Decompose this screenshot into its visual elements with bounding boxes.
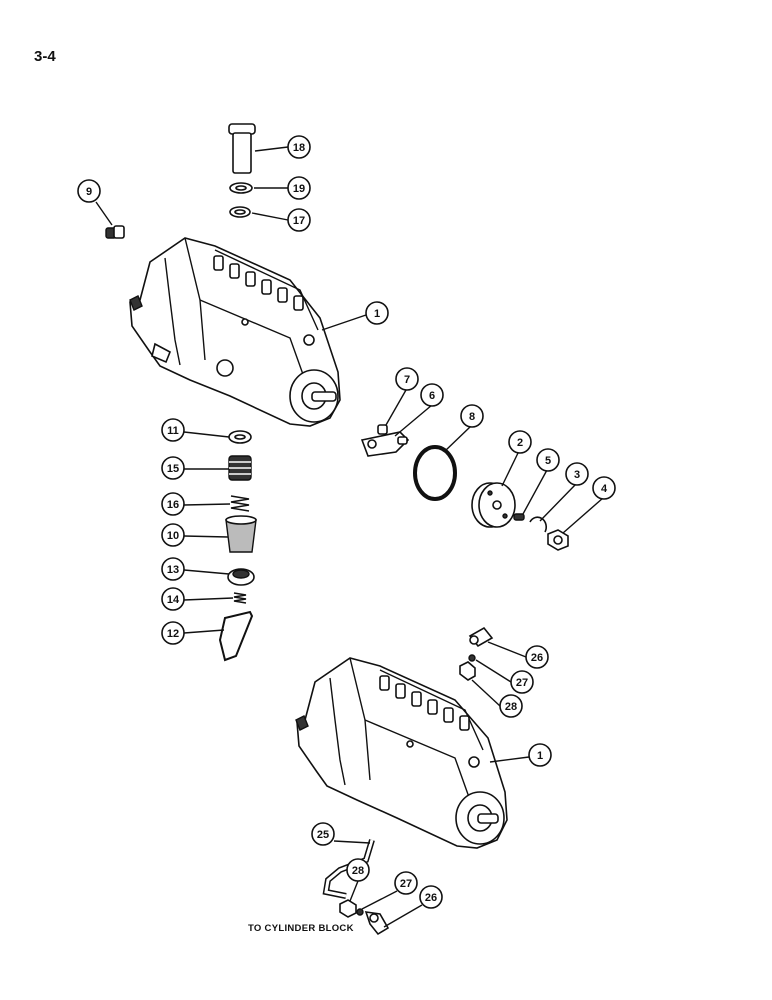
callout-11: 11 <box>161 418 185 442</box>
callout-8: 8 <box>460 404 484 428</box>
svg-text:12: 12 <box>167 628 179 640</box>
callout-27-lower: 27 <box>394 871 418 895</box>
callout-17: 17 <box>287 208 311 232</box>
washer-19 <box>229 182 253 194</box>
svg-text:28: 28 <box>505 701 517 713</box>
callout-28-lower: 28 <box>346 858 370 882</box>
nut-28-lower <box>339 899 357 918</box>
svg-text:1: 1 <box>537 750 543 762</box>
callout-2: 2 <box>508 430 532 454</box>
gear-hub-2 <box>471 482 516 528</box>
svg-text:7: 7 <box>404 374 410 386</box>
svg-text:4: 4 <box>601 483 608 495</box>
seal-ring-17 <box>229 206 251 218</box>
svg-text:6: 6 <box>429 390 435 402</box>
clamp-12 <box>218 610 254 662</box>
callouts: 18 19 17 9 1 7 6 8 2 5 3 4 11 15 16 10 1… <box>77 135 616 909</box>
svg-text:25: 25 <box>317 829 329 841</box>
spring-14 <box>233 592 247 604</box>
svg-text:15: 15 <box>167 463 179 475</box>
svg-text:16: 16 <box>167 499 179 511</box>
washer-27-upper <box>468 654 476 662</box>
primer-pump-plunger <box>228 123 256 174</box>
delivery-valve-holders-lower <box>379 675 470 731</box>
retainer-nut-13 <box>227 568 255 586</box>
injection-pump-lower <box>295 657 508 849</box>
callout-5: 5 <box>536 448 560 472</box>
elbow-fitting-26-lower <box>364 911 390 936</box>
callout-13: 13 <box>161 557 185 581</box>
svg-text:17: 17 <box>293 215 305 227</box>
callout-3: 3 <box>565 462 589 486</box>
svg-text:13: 13 <box>167 564 179 576</box>
elbow-fitting-26-upper <box>468 626 494 648</box>
nut-28-upper <box>459 661 476 681</box>
leader-lines <box>95 146 604 928</box>
washer-27-lower <box>356 908 364 916</box>
svg-text:14: 14 <box>167 594 180 606</box>
callout-18: 18 <box>287 135 311 159</box>
svg-text:11: 11 <box>167 425 179 437</box>
callout-27-upper: 27 <box>510 670 534 694</box>
key-5 <box>513 513 525 521</box>
o-ring-8 <box>413 445 457 501</box>
delivery-valve-holders-upper <box>213 255 304 311</box>
svg-text:26: 26 <box>425 892 437 904</box>
nut-7 <box>377 424 388 435</box>
sediment-bowl-10 <box>225 515 257 553</box>
svg-text:2: 2 <box>517 437 523 449</box>
washer-3 <box>529 516 548 533</box>
callout-16: 16 <box>161 492 185 516</box>
washer-11 <box>228 430 252 444</box>
svg-text:10: 10 <box>167 530 179 542</box>
callout-10: 10 <box>161 523 185 547</box>
callout-28-upper: 28 <box>499 694 523 718</box>
svg-text:1: 1 <box>374 308 380 320</box>
svg-text:9: 9 <box>86 186 92 198</box>
caption-to-cylinder-block: TO CYLINDER BLOCK <box>248 923 354 934</box>
callout-12: 12 <box>161 621 185 645</box>
svg-text:26: 26 <box>531 652 543 664</box>
nut-4 <box>547 529 569 551</box>
svg-text:8: 8 <box>469 411 475 423</box>
callout-9: 9 <box>77 179 101 203</box>
svg-text:5: 5 <box>545 455 551 467</box>
svg-text:27: 27 <box>400 878 412 890</box>
callout-26-lower: 26 <box>419 885 443 909</box>
return-pipe-25 <box>322 839 375 899</box>
svg-text:27: 27 <box>516 677 528 689</box>
callout-15: 15 <box>161 456 185 480</box>
bracket-6 <box>360 431 410 457</box>
svg-text:3: 3 <box>574 469 580 481</box>
banjo-bolt-9 <box>105 225 125 239</box>
callout-19: 19 <box>287 176 311 200</box>
callout-4: 4 <box>592 476 616 500</box>
page-number: 3-4 <box>34 48 56 65</box>
injection-pump-upper <box>129 237 341 427</box>
svg-text:19: 19 <box>293 183 305 195</box>
filter-element-15 <box>228 455 252 481</box>
callout-14: 14 <box>161 587 185 611</box>
callout-25: 25 <box>311 822 335 846</box>
svg-text:18: 18 <box>293 142 305 154</box>
callout-1-lower: 1 <box>528 743 552 767</box>
callout-6: 6 <box>420 383 444 407</box>
spring-16 <box>230 495 250 512</box>
callout-1-upper: 1 <box>365 301 389 325</box>
svg-text:28: 28 <box>352 865 364 877</box>
callout-26-upper: 26 <box>525 645 549 669</box>
callout-7: 7 <box>395 367 419 391</box>
